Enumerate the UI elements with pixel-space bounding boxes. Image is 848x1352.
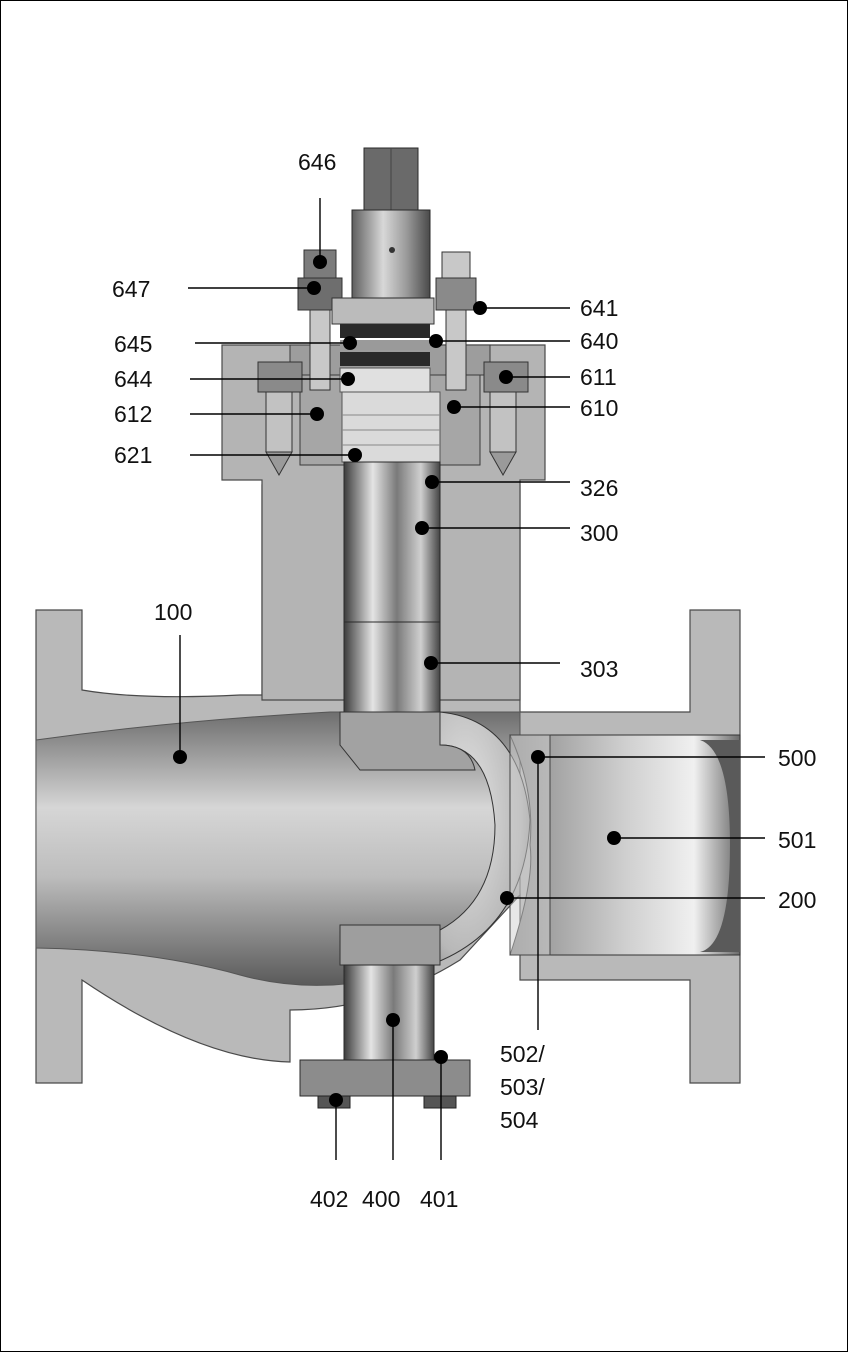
callout-dot-402 <box>329 1093 343 1107</box>
label-644: 644 <box>114 366 153 392</box>
label-326: 326 <box>580 475 618 501</box>
label-503: 503/ <box>500 1074 545 1100</box>
callout-dot-100 <box>173 750 187 764</box>
callout-dot-326 <box>425 475 439 489</box>
label-402: 402 <box>310 1186 348 1212</box>
bonnet-assembly <box>257 249 529 481</box>
label-500: 500 <box>778 745 816 771</box>
callout-dot-501 <box>607 831 621 845</box>
callout-dot-303 <box>424 656 438 670</box>
callout-dot-644 <box>341 372 355 386</box>
part-labels: 646 647 645 644 612 621 641 640 611 610 … <box>112 149 816 1212</box>
label-401: 401 <box>420 1186 458 1212</box>
callout-dot-640 <box>429 334 443 348</box>
label-645: 645 <box>114 331 152 357</box>
label-200: 200 <box>778 887 816 913</box>
callout-dot-621 <box>348 448 362 462</box>
callout-dot-612 <box>310 407 324 421</box>
seat-assembly <box>509 734 741 956</box>
label-502: 502/ <box>500 1041 545 1067</box>
callout-dots <box>173 255 621 1107</box>
label-501: 501 <box>778 827 816 853</box>
callout-dot-611 <box>499 370 513 384</box>
label-612: 612 <box>114 401 152 427</box>
label-610: 610 <box>580 395 618 421</box>
label-647: 647 <box>112 276 150 302</box>
callout-dot-300 <box>415 521 429 535</box>
callout-dot-401 <box>434 1050 448 1064</box>
label-611: 611 <box>580 364 617 390</box>
callout-dot-641 <box>473 301 487 315</box>
label-646: 646 <box>298 149 336 175</box>
label-621: 621 <box>114 442 152 468</box>
callout-dot-645 <box>343 336 357 350</box>
label-641: 641 <box>580 295 618 321</box>
label-504: 504 <box>500 1107 539 1133</box>
callout-dot-646 <box>313 255 327 269</box>
leader-lines <box>179 198 765 1160</box>
callout-dot-400 <box>386 1013 400 1027</box>
callout-dot-200 <box>500 891 514 905</box>
label-640: 640 <box>580 328 618 354</box>
valve-stem <box>343 147 441 713</box>
label-300: 300 <box>580 520 618 546</box>
callout-dot-647 <box>307 281 321 295</box>
callout-dot-610 <box>447 400 461 414</box>
label-100: 100 <box>154 599 192 625</box>
label-303: 303 <box>580 656 618 682</box>
label-400: 400 <box>362 1186 400 1212</box>
callout-dot-500 <box>531 750 545 764</box>
